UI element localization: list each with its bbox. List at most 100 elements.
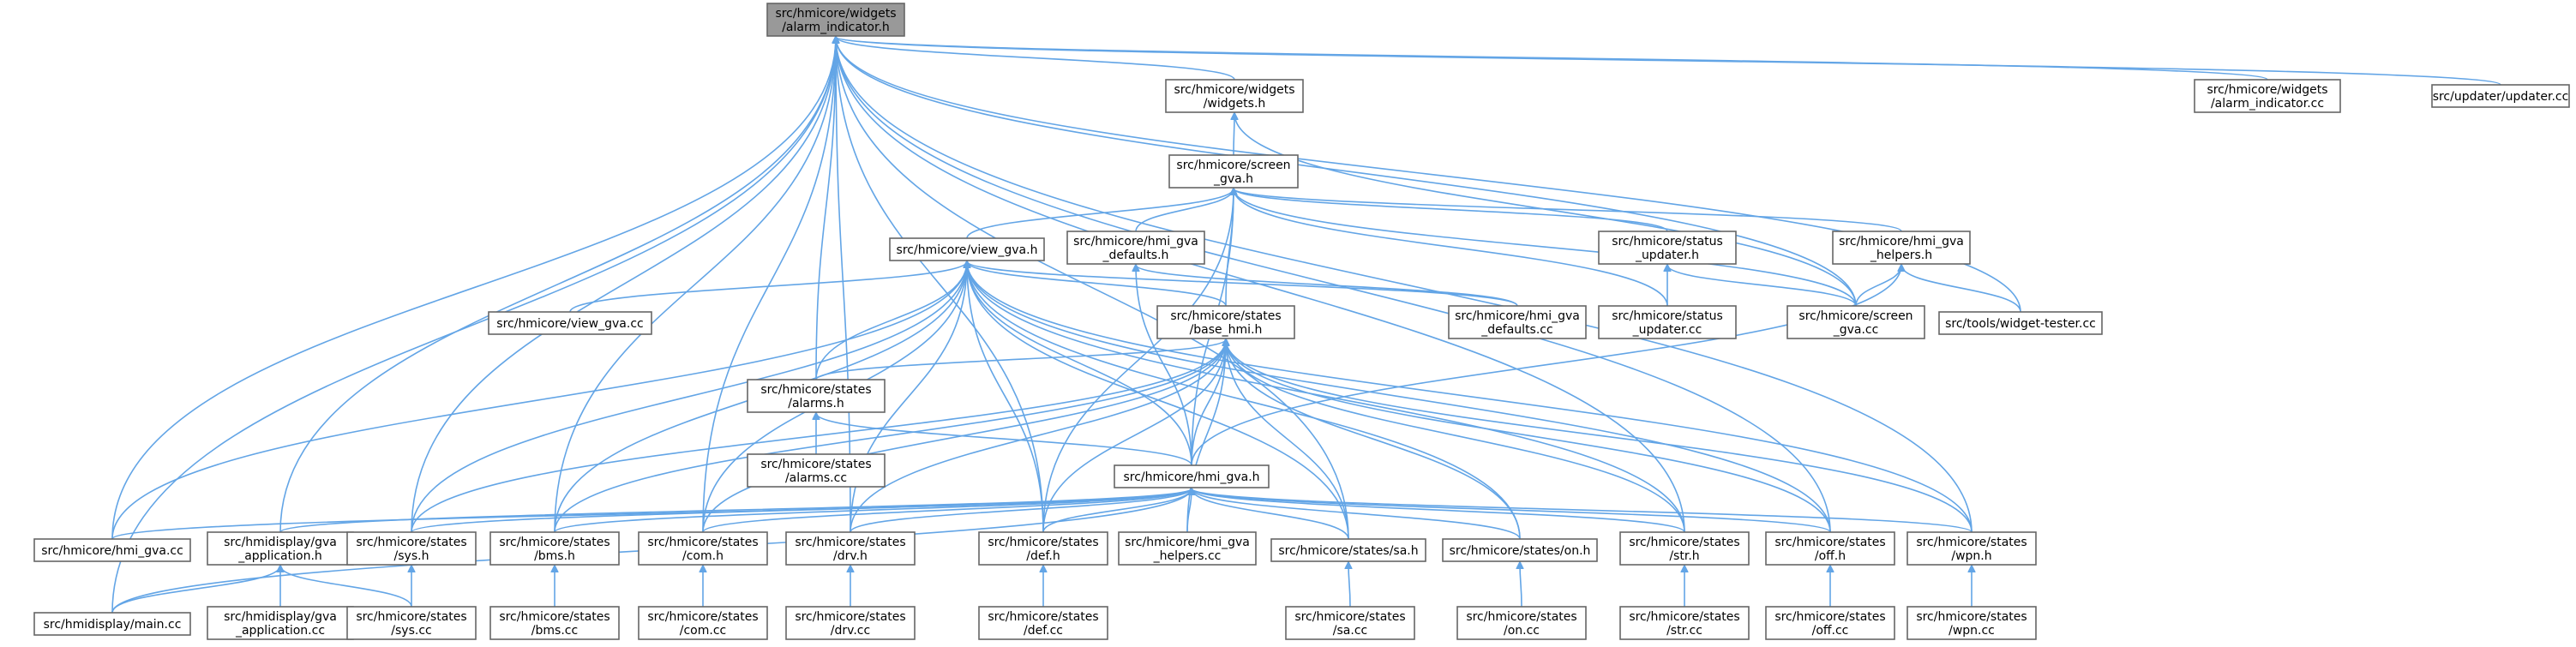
node-label: src/hmicore/states <box>1629 610 1739 624</box>
node-label: src/hmicore/states <box>1916 536 2027 549</box>
node-box[interactable] <box>1765 531 1895 566</box>
node-sys-h[interactable]: src/hmicore/states/sys.h <box>346 531 477 566</box>
node-box[interactable] <box>346 531 477 566</box>
node-on-h[interactable]: src/hmicore/states/on.h <box>1442 538 1598 562</box>
node-box[interactable] <box>488 311 652 335</box>
node-box[interactable] <box>1448 305 1587 339</box>
node-com-h[interactable]: src/hmicore/states/com.h <box>638 531 768 566</box>
node-hmi-cc[interactable]: src/hmicore/hmi_gva.cc <box>33 538 191 562</box>
node-off-h[interactable]: src/hmicore/states/off.h <box>1765 531 1895 566</box>
node-box[interactable] <box>638 531 768 566</box>
node-box[interactable] <box>978 606 1108 640</box>
node-sys-cc[interactable]: src/hmicore/states/sys.cc <box>346 606 477 640</box>
node-box[interactable] <box>747 453 886 488</box>
node-box[interactable] <box>346 606 477 640</box>
node-box[interactable] <box>1786 305 1925 339</box>
node-screen-h[interactable]: src/hmicore/screen_gva.h <box>1168 154 1299 189</box>
node-app-cc[interactable]: src/hmidisplay/gva_application.cc <box>207 606 354 640</box>
node-box[interactable] <box>207 531 354 566</box>
node-alarms-cc[interactable]: src/hmicore/states/alarms.cc <box>747 453 886 488</box>
node-box[interactable] <box>1165 79 1304 113</box>
node-box[interactable] <box>2431 84 2570 108</box>
node-box[interactable] <box>1156 305 1295 339</box>
node-label: _helpers.cc <box>1153 549 1222 563</box>
node-alarms-h[interactable]: src/hmicore/states/alarms.h <box>747 379 886 413</box>
node-box[interactable] <box>1066 231 1205 265</box>
edge-alarms_h-to-root <box>815 37 836 380</box>
node-hmi-h[interactable]: src/hmicore/hmi_gva.h <box>1114 464 1270 488</box>
node-box[interactable] <box>766 3 905 37</box>
node-box[interactable] <box>1456 606 1587 640</box>
node-bms-cc[interactable]: src/hmicore/states/bms.cc <box>489 606 620 640</box>
node-helpers-h[interactable]: src/hmicore/hmi_gva_helpers.h <box>1832 231 1971 265</box>
node-on-cc[interactable]: src/hmicore/states/on.cc <box>1456 606 1587 640</box>
node-box[interactable] <box>1285 606 1415 640</box>
node-box[interactable] <box>2194 79 2341 113</box>
node-view-h[interactable]: src/hmicore/view_gva.h <box>889 237 1045 261</box>
node-view-cc[interactable]: src/hmicore/view_gva.cc <box>488 311 652 335</box>
node-str-cc[interactable]: src/hmicore/states/str.cc <box>1619 606 1750 640</box>
node-alarm-cc[interactable]: src/hmicore/widgets/alarm_indicator.cc <box>2194 79 2341 113</box>
node-box[interactable] <box>1598 231 1737 265</box>
node-app-h[interactable]: src/hmidisplay/gva_application.h <box>207 531 354 566</box>
edge-wpn_h-to-view_h <box>967 261 1973 533</box>
node-def-cc[interactable]: src/hmicore/states/def.cc <box>978 606 1108 640</box>
node-box[interactable] <box>1442 538 1598 562</box>
node-box[interactable] <box>1168 154 1299 189</box>
node-com-cc[interactable]: src/hmicore/states/com.cc <box>638 606 768 640</box>
file-nodes: src/hmicore/widgets/alarm_indicator.hsrc… <box>33 3 2570 640</box>
edge-status_h-to-screen_h <box>1234 189 1668 232</box>
node-def-h[interactable]: src/hmicore/states/def.h <box>978 531 1108 566</box>
node-box[interactable] <box>1118 531 1257 566</box>
node-main-cc[interactable]: src/hmidisplay/main.cc <box>33 612 191 636</box>
node-box[interactable] <box>1906 606 2037 640</box>
node-box[interactable] <box>889 237 1045 261</box>
node-base-h[interactable]: src/hmicore/states/base_hmi.h <box>1156 305 1295 339</box>
node-box[interactable] <box>489 606 620 640</box>
node-defaults-cc[interactable]: src/hmicore/hmi_gva_defaults.cc <box>1448 305 1587 339</box>
node-box[interactable] <box>785 531 916 566</box>
node-box[interactable] <box>1832 231 1971 265</box>
node-off-cc[interactable]: src/hmicore/states/off.cc <box>1765 606 1895 640</box>
node-label: src/hmidisplay/main.cc <box>44 618 182 632</box>
node-box[interactable] <box>638 606 768 640</box>
node-drv-cc[interactable]: src/hmicore/states/drv.cc <box>785 606 916 640</box>
node-box[interactable] <box>747 379 886 413</box>
node-updater-cc[interactable]: src/updater/updater.cc <box>2431 84 2570 108</box>
node-box[interactable] <box>1619 531 1750 566</box>
node-root[interactable]: src/hmicore/widgets/alarm_indicator.h <box>766 3 905 37</box>
edge-off_h-to-root <box>836 37 1831 533</box>
node-box[interactable] <box>207 606 354 640</box>
node-sa-h[interactable]: src/hmicore/states/sa.h <box>1270 538 1426 562</box>
node-box[interactable] <box>1765 606 1895 640</box>
node-status-h[interactable]: src/hmicore/status_updater.h <box>1598 231 1737 265</box>
node-tester-cc[interactable]: src/tools/widget-tester.cc <box>1938 311 2103 335</box>
node-box[interactable] <box>489 531 620 566</box>
node-box[interactable] <box>785 606 916 640</box>
node-box[interactable] <box>33 612 191 636</box>
node-label: _updater.h <box>1635 249 1699 262</box>
node-wpn-h[interactable]: src/hmicore/states/wpn.h <box>1906 531 2037 566</box>
node-box[interactable] <box>1270 538 1426 562</box>
node-box[interactable] <box>1114 464 1270 488</box>
node-sa-cc[interactable]: src/hmicore/states/sa.cc <box>1285 606 1415 640</box>
edge-updater_cc-to-root <box>836 37 2501 86</box>
node-str-h[interactable]: src/hmicore/states/str.h <box>1619 531 1750 566</box>
node-status-cc[interactable]: src/hmicore/status_updater.cc <box>1598 305 1737 339</box>
node-box[interactable] <box>1619 606 1750 640</box>
node-box[interactable] <box>1938 311 2103 335</box>
node-box[interactable] <box>978 531 1108 566</box>
node-bms-h[interactable]: src/hmicore/states/bms.h <box>489 531 620 566</box>
node-box[interactable] <box>1906 531 2037 566</box>
node-defaults-h[interactable]: src/hmicore/hmi_gva_defaults.h <box>1066 231 1205 265</box>
node-widgets-h[interactable]: src/hmicore/widgets/widgets.h <box>1165 79 1304 113</box>
node-box[interactable] <box>33 538 191 562</box>
node-label: src/hmicore/widgets <box>1174 83 1294 97</box>
node-drv-h[interactable]: src/hmicore/states/drv.h <box>785 531 916 566</box>
edge-defaults_cc-to-view_h <box>967 261 1518 307</box>
node-screen-cc[interactable]: src/hmicore/screen_gva.cc <box>1786 305 1925 339</box>
node-box[interactable] <box>1598 305 1737 339</box>
node-helpers-cc[interactable]: src/hmicore/hmi_gva_helpers.cc <box>1118 531 1257 566</box>
node-wpn-cc[interactable]: src/hmicore/states/wpn.cc <box>1906 606 2037 640</box>
edge-wpn_h-to-base_h <box>1226 339 1973 533</box>
